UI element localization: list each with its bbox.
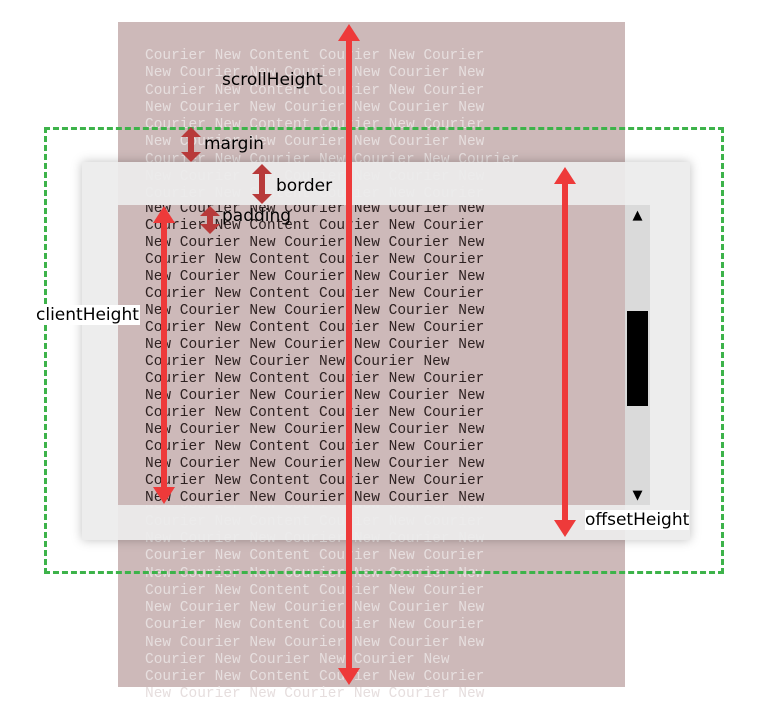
client-height-arrow-shaft [161,221,167,489]
client-area-text: Courier New Content Courier New CourierN… [145,205,600,505]
client-height-arrow-head-down [153,487,175,504]
border-arrow-head-down [252,194,272,204]
padding-arrow [200,206,220,234]
client-height-label: clientHeight [36,305,140,325]
content-line: Courier New Content Courier New Courier [145,48,485,64]
scroll-thumb[interactable] [627,311,648,406]
content-line: New Courier New Courier New Courier New [145,303,485,319]
content-line: New Courier New Courier New Courier New [145,422,485,438]
content-line: Courier New Content Courier New Courier [145,617,485,634]
scrollbar[interactable]: ▲ ▼ [625,205,650,505]
content-line: Courier New Content Courier New Courier [145,82,485,99]
content-line: Courier New Courier New Courier New [145,354,450,370]
content-line: New Courier New Courier New Courier New [145,337,485,353]
content-line: New Courier New Courier New Courier New [145,634,485,651]
content-line: New Courier New Courier New Courier New [145,456,485,472]
margin-outline [44,127,724,574]
content-line: Courier New Content Courier New Courier [145,405,485,421]
content-line: New Courier New Courier New Courier New [145,99,485,116]
content-line: New Courier New Courier New Courier New [145,269,485,285]
offset-height-arrow-head-up [554,167,576,184]
scroll-down-icon[interactable]: ▼ [632,487,643,503]
margin-arrow-head-up [181,127,201,137]
offset-height-arrow-shaft [562,182,568,522]
scroll-height-arrow-head-up [338,24,360,41]
content-line: New Courier New Courier New Courier New [145,686,485,703]
padding-arrow-head-down [200,224,220,234]
content-line: Courier New Content Courier New Courier [145,473,485,489]
border-arrow-shaft [259,172,265,196]
border-arrow [252,164,272,204]
margin-label: margin [204,134,264,154]
content-line: New Courier New Courier New Courier New [145,600,485,616]
content-line: Courier New Courier New Courier New [145,651,450,668]
content-line: Courier New Content Courier New Courier [145,548,485,565]
content-line: New Courier New Courier New Courier New [145,134,485,151]
padding-arrow-shaft [207,214,213,226]
padding-label: padding [222,206,292,226]
offset-height-arrow [554,167,576,537]
margin-arrow-head-down [181,152,201,162]
padding-arrow-head-up [200,206,220,216]
scroll-height-arrow-shaft [346,39,352,670]
client-area: Courier New Content Courier New CourierN… [118,205,625,505]
client-height-arrow-head-up [153,206,175,223]
client-height-arrow [153,206,175,504]
offset-height-label: offsetHeight [585,510,690,530]
content-line: Courier New Content Courier New Courier [145,669,485,685]
content-line: New Courier New Courier New Courier New [145,235,485,251]
scroll-height-label: scrollHeight [222,70,323,90]
margin-arrow [181,127,201,162]
scroll-up-icon[interactable]: ▲ [632,207,643,223]
content-line: New Courier New Courier New Courier New [145,490,485,505]
content-line: New Courier New Courier New Courier New [145,388,485,404]
content-line: Courier New Content Courier New Courier [145,439,485,455]
content-line: New Courier New Courier New Courier New [145,65,485,82]
scroll-height-arrow [338,24,360,685]
margin-arrow-shaft [188,135,194,154]
border-arrow-head-up [252,164,272,174]
scroll-height-arrow-head-down [338,668,360,685]
content-line: Courier New Content Courier New Courier [145,252,485,268]
border-label: border [276,176,333,196]
offset-height-arrow-head-down [554,520,576,537]
